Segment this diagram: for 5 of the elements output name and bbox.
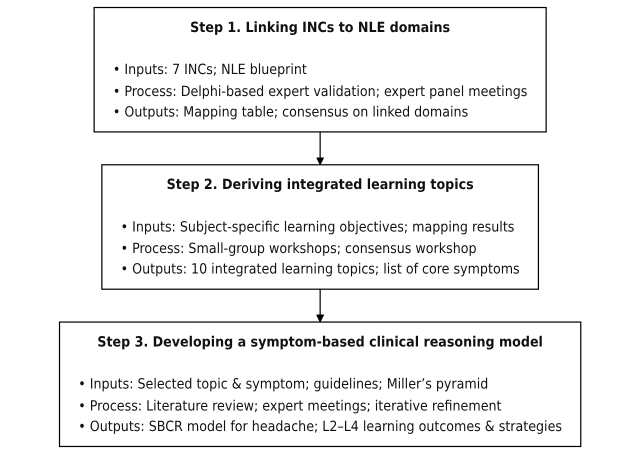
arrow	[316, 132, 325, 166]
node-box	[94, 6, 548, 133]
arrow	[316, 289, 325, 322]
node-box	[59, 321, 582, 448]
node-box	[102, 164, 540, 290]
